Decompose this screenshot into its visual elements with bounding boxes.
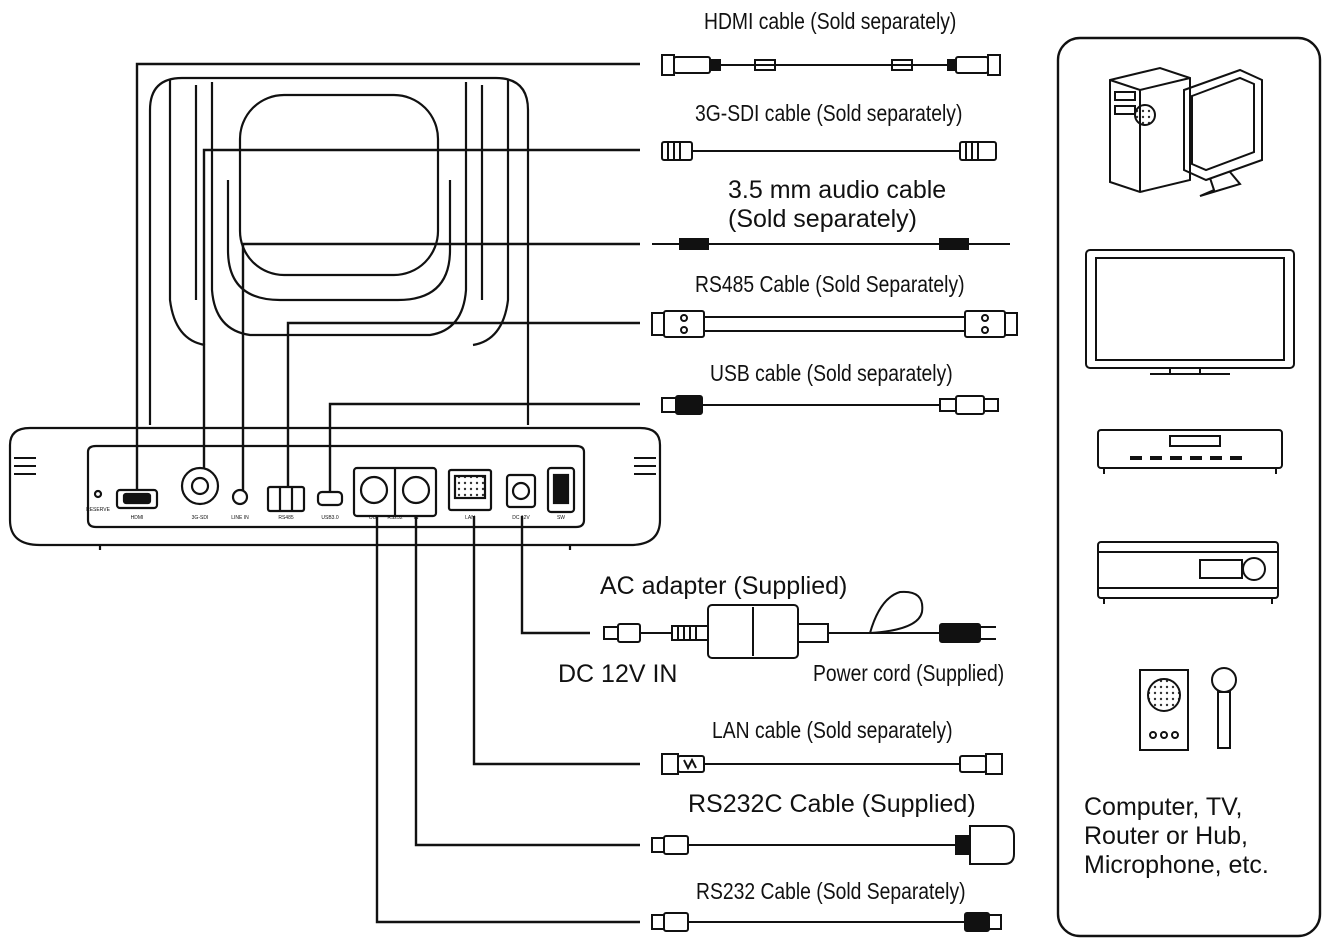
dc-in-label: DC 12V IN xyxy=(558,660,678,688)
audio-cable-icon xyxy=(652,238,1010,250)
ptz-camera xyxy=(8,76,662,550)
hdmi-cable-icon xyxy=(661,54,1001,76)
microphone-icon xyxy=(1139,667,1237,751)
computer-icon xyxy=(1109,66,1263,197)
rs232c-cable-label: RS232C Cable (Supplied) xyxy=(688,790,976,818)
tv-icon xyxy=(1085,249,1295,375)
port-label-out: OUT xyxy=(369,515,380,521)
lan-cable-icon xyxy=(661,753,1003,775)
port-label-rs232: RS232 xyxy=(387,515,403,521)
rs485-cable-icon xyxy=(651,310,1018,338)
port-label-rs485: RS485 xyxy=(278,515,294,521)
sdi-cable-icon xyxy=(661,141,997,161)
audio-cable-label: 3.5 mm audio cable (Sold separately) xyxy=(728,176,947,233)
rs232-cable-label: RS232 Cable (Sold Separately) xyxy=(696,878,966,904)
camera-port-labels: RESERVE HDMI 3G-SDI LINE IN RS485 USB3.0… xyxy=(86,507,565,521)
port-label-usb: USB3.0 xyxy=(321,515,338,521)
port-label-line-in: LINE IN xyxy=(231,515,249,521)
router-icon xyxy=(1097,429,1283,474)
hdmi-cable-label: HDMI cable (Sold separately) xyxy=(704,8,957,34)
port-label-sdi: 3G-SDI xyxy=(192,515,209,521)
usb-cable-icon xyxy=(661,395,999,415)
devices-caption: Computer, TV, Router or Hub, Microphone,… xyxy=(1084,793,1269,879)
leader-lines xyxy=(135,62,640,924)
port-label-reserve: RESERVE xyxy=(86,507,110,513)
port-label-hdmi: HDMI xyxy=(131,515,144,521)
ac-adapter-label: AC adapter (Supplied) xyxy=(600,572,848,600)
usb-cable-label: USB cable (Sold separately) xyxy=(710,360,953,386)
lan-cable-label: LAN cable (Sold separately) xyxy=(712,717,953,743)
ac-adapter-icon xyxy=(603,590,996,659)
rs232c-cable-icon xyxy=(651,825,1015,865)
rs485-cable-label: RS485 Cable (Sold Separately) xyxy=(695,271,965,297)
devices-panel xyxy=(1056,36,1322,938)
port-label-lan: LAN xyxy=(465,515,475,521)
sdi-cable-label: 3G-SDI cable (Sold separately) xyxy=(695,100,963,126)
port-label-sw: SW xyxy=(557,515,565,521)
rs232-cable-icon xyxy=(651,912,1002,932)
av-receiver-icon xyxy=(1097,541,1279,604)
power-cord-label: Power cord (Supplied) xyxy=(813,660,1005,686)
